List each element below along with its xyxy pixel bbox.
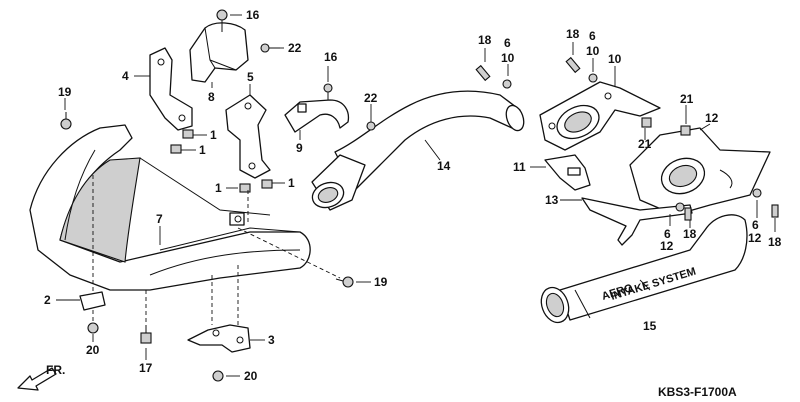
label-5: 5 bbox=[247, 70, 254, 84]
leader-lines bbox=[56, 14, 776, 377]
label-12-a: 12 bbox=[705, 111, 719, 125]
small-plate bbox=[79, 291, 106, 311]
label-1-a: 1 bbox=[210, 128, 217, 142]
label-6-b: 6 bbox=[589, 29, 596, 43]
label-16-top: 16 bbox=[246, 8, 260, 22]
label-18-a: 18 bbox=[478, 33, 492, 47]
label-9: 9 bbox=[296, 141, 303, 155]
label-18-d: 18 bbox=[683, 227, 697, 241]
label-15: 15 bbox=[643, 319, 657, 333]
label-18-b: 18 bbox=[566, 27, 580, 41]
aero-intake-duct: AERO INTAKE SYSTEM bbox=[540, 214, 748, 324]
label-4: 4 bbox=[122, 69, 129, 83]
label-12-b: 12 bbox=[748, 231, 762, 245]
label-16-mid: 16 bbox=[324, 50, 338, 64]
label-7: 7 bbox=[156, 212, 163, 226]
intake-pipe bbox=[311, 90, 525, 211]
label-10-b: 10 bbox=[586, 44, 600, 58]
label-22-top: 22 bbox=[288, 41, 302, 55]
support-stay bbox=[581, 197, 693, 246]
label-18-c: 18 bbox=[768, 235, 782, 249]
label-10-c: 10 bbox=[608, 52, 622, 66]
label-6-c: 6 bbox=[752, 218, 759, 232]
label-21-a: 21 bbox=[638, 137, 652, 151]
stay-bracket bbox=[149, 47, 193, 131]
label-20-right: 20 bbox=[244, 369, 258, 383]
label-6-a: 6 bbox=[504, 36, 511, 50]
label-19-right: 19 bbox=[374, 275, 388, 289]
small-bracket bbox=[544, 154, 591, 191]
label-2: 2 bbox=[44, 293, 51, 307]
callout-labels: 16 22 4 8 5 16 22 19 1 1 1 1 9 7 2 19 3 … bbox=[44, 8, 782, 383]
label-6-d: 6 bbox=[664, 227, 671, 241]
label-20-left: 20 bbox=[86, 343, 100, 357]
upper-cover bbox=[189, 22, 249, 83]
label-12-c: 12 bbox=[660, 239, 674, 253]
label-11: 11 bbox=[513, 160, 526, 174]
clamp-bracket bbox=[284, 99, 350, 133]
label-21-b: 21 bbox=[680, 92, 694, 106]
lower-stay bbox=[187, 324, 251, 353]
label-8: 8 bbox=[208, 90, 215, 104]
assembly-lines bbox=[92, 175, 341, 325]
front-marker-text: FR. bbox=[46, 363, 65, 377]
label-14: 14 bbox=[437, 159, 451, 173]
lower-scoop-cowl bbox=[29, 124, 311, 291]
label-1-c: 1 bbox=[215, 181, 222, 195]
intake-flange-lower bbox=[629, 127, 771, 216]
label-22-mid: 22 bbox=[364, 91, 378, 105]
center-stay bbox=[225, 94, 271, 179]
label-1-d: 1 bbox=[288, 176, 295, 190]
label-19-left: 19 bbox=[58, 85, 72, 99]
label-17: 17 bbox=[139, 361, 153, 375]
label-10-a: 10 bbox=[501, 51, 515, 65]
hardware bbox=[60, 9, 779, 382]
label-13: 13 bbox=[545, 193, 559, 207]
diagram-code: KBS3-F1700A bbox=[658, 385, 737, 399]
front-direction-arrow: FR. bbox=[17, 363, 65, 391]
label-1-b: 1 bbox=[199, 143, 206, 157]
intake-flange-upper bbox=[539, 81, 661, 151]
label-3: 3 bbox=[268, 333, 275, 347]
